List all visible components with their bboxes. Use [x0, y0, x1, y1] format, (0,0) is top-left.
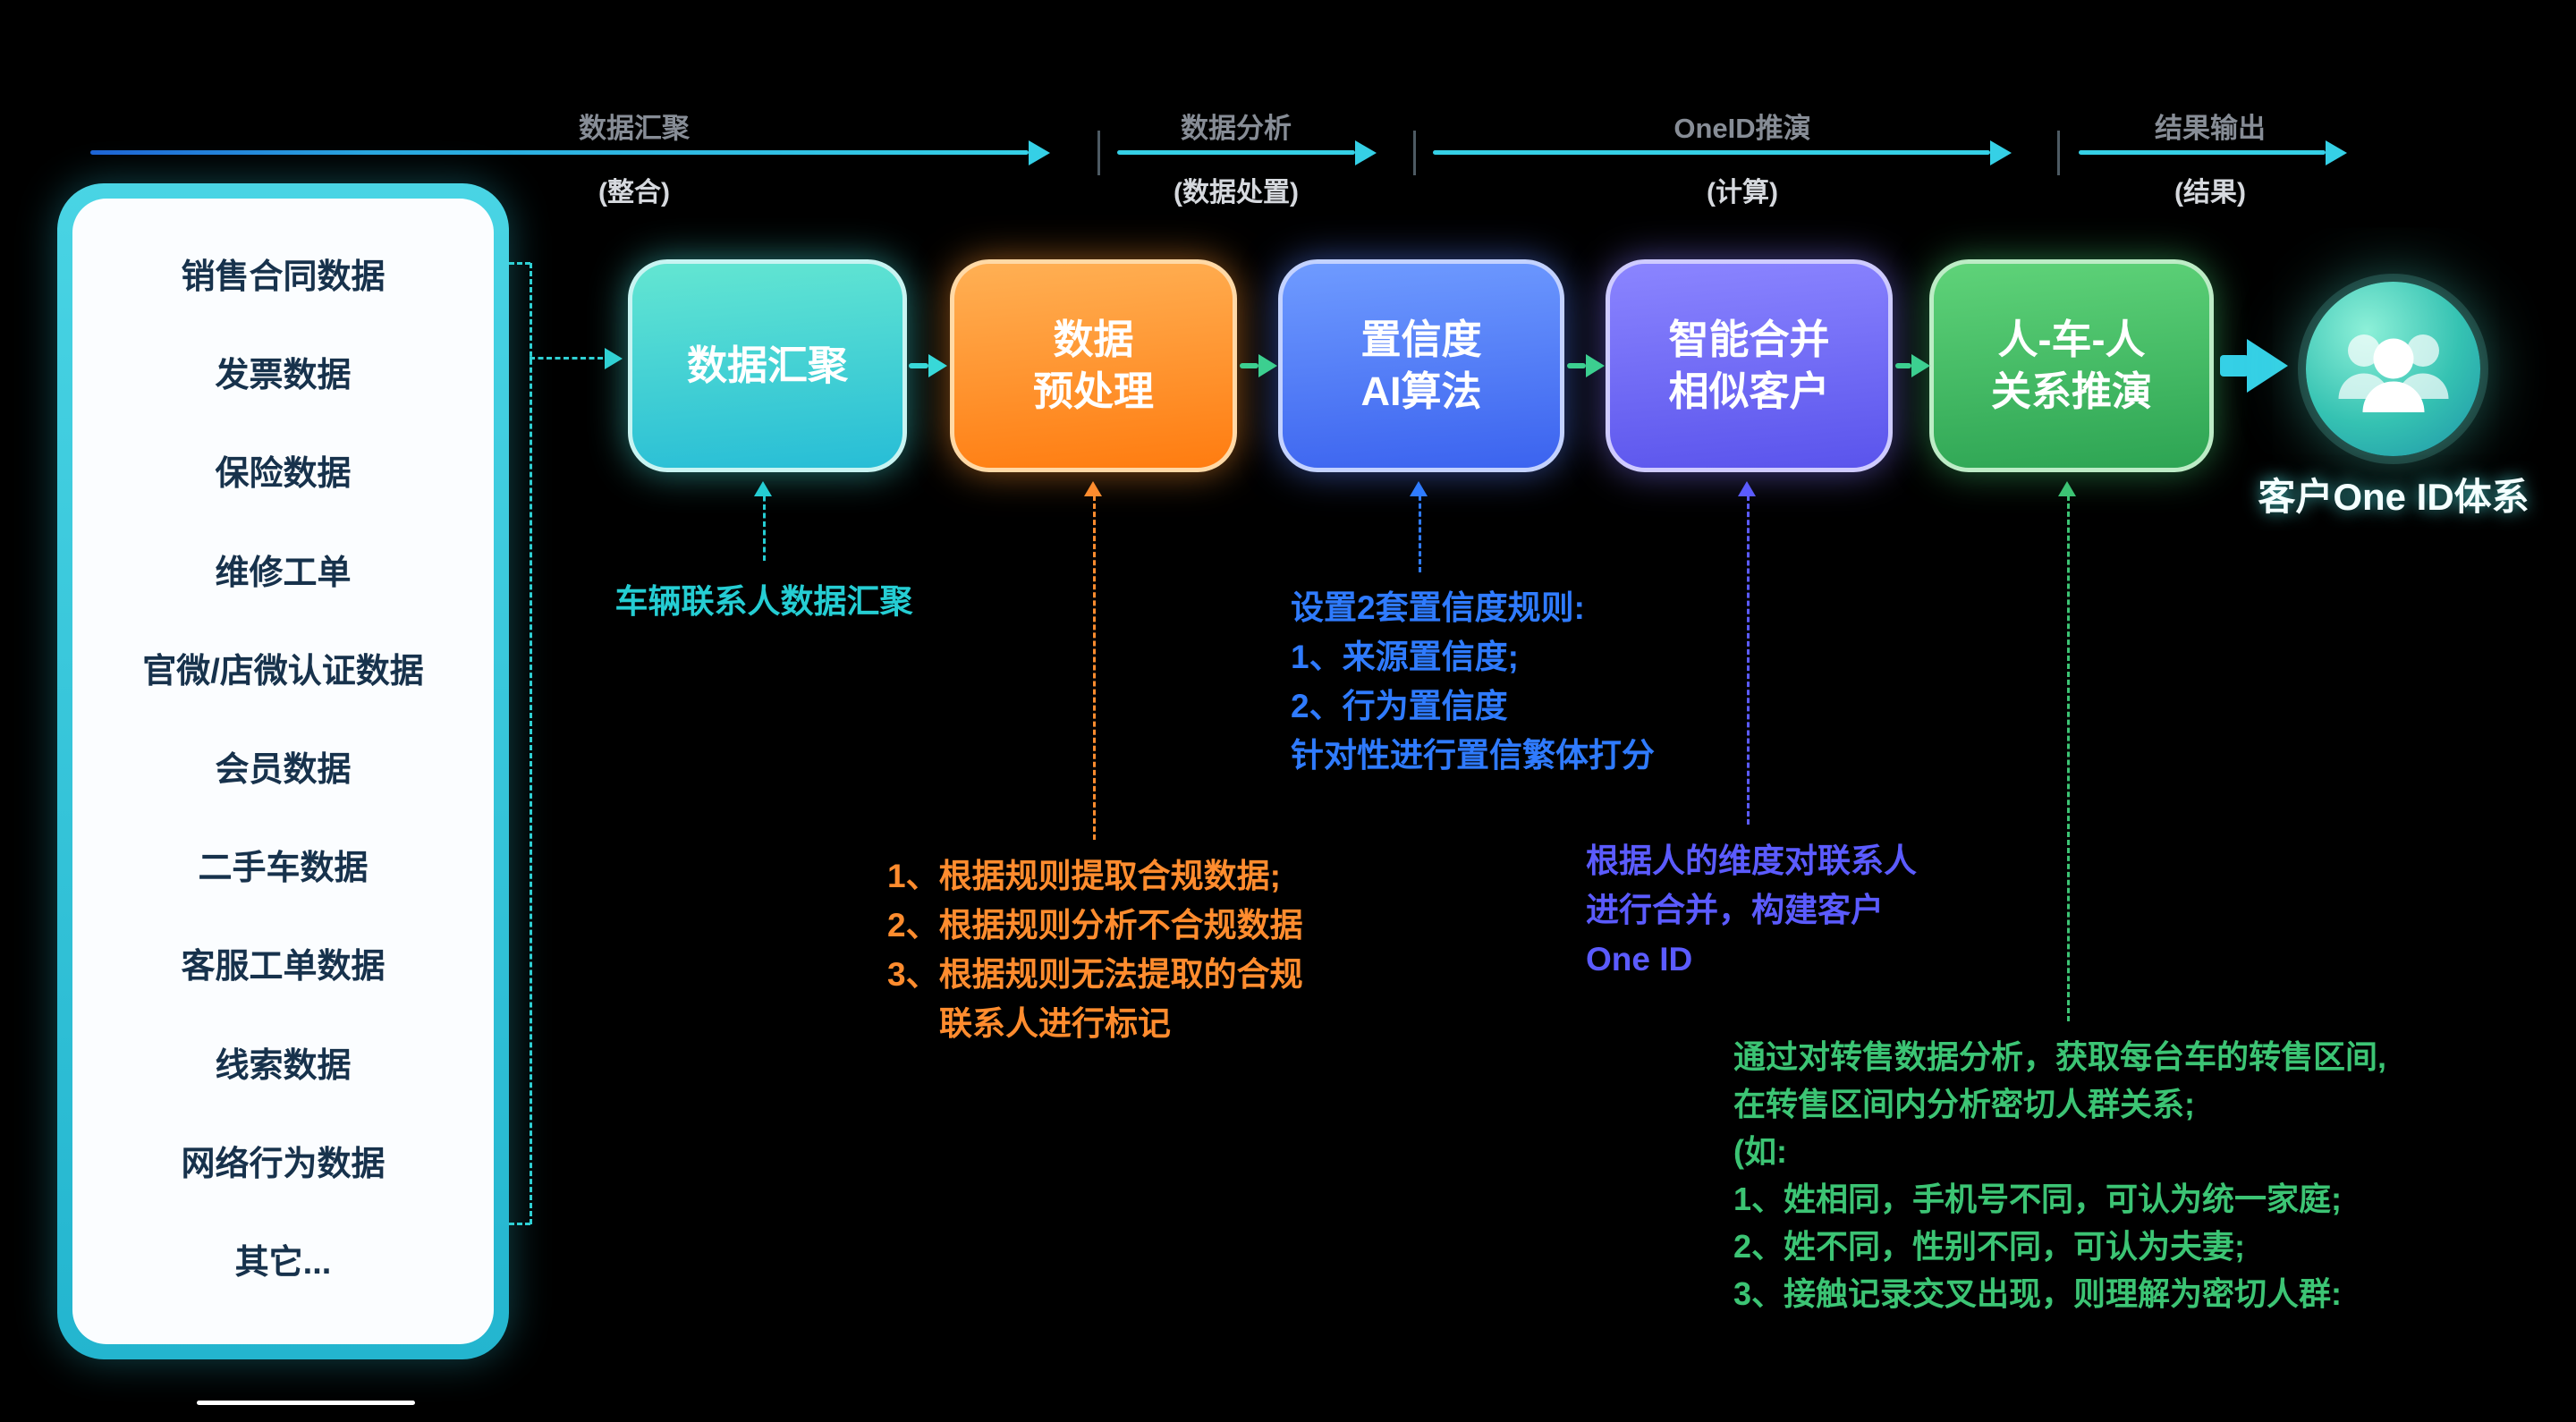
step-relation-inference: 人-车-人 关系推演 [1929, 259, 2214, 472]
step-arrow-4 [1895, 363, 1911, 368]
note-confidence-rules: 设置2套置信度规则: 1、来源置信度; 2、行为置信度 针对性进行置信繁体打分 [1291, 583, 1655, 780]
note-preprocessing: 1、根据规则提取合规数据; 2、根据规则分析不合规数据 3、根据规则无法提取的合… [887, 851, 1303, 1048]
note-line: 针对性进行置信繁体打分 [1291, 737, 1655, 774]
arrow-right-icon [1911, 354, 1930, 377]
source-item-membership: 会员数据 [215, 750, 352, 789]
source-item-others: 其它... [234, 1243, 332, 1282]
note-line: 通过对转售数据分析，获取每台车的转售区间, [1733, 1038, 2387, 1075]
note-line: 2、根据规则分析不合规数据 [887, 907, 1303, 944]
arrow-right-icon [2247, 339, 2288, 393]
note-relation-analysis: 通过对转售数据分析，获取每台车的转售区间, 在转售区间内分析密切人群关系; (如… [1733, 1033, 2386, 1317]
note-line: 3、接触记录交叉出现，则理解为密切人群: [1733, 1275, 2343, 1312]
step-label: 人-车-人 [1997, 317, 2146, 362]
note-line: 1、姓相同，手机号不同，可认为统一家庭; [1733, 1181, 2343, 1217]
phase-2-sublabel: (数据处置) [1174, 178, 1299, 207]
arrow-right-icon [1258, 354, 1277, 377]
note-line: 2、姓不同，性别不同，可认为夫妻; [1733, 1228, 2246, 1265]
phase-2-label: 数据分析 [1181, 113, 1292, 144]
note-data-aggregation: 车辆联系人数据汇聚 [615, 577, 913, 626]
arrow-right-icon [1990, 140, 2012, 165]
phase-divider-3 [2057, 131, 2060, 175]
source-item-service-ticket: 客服工单数据 [181, 948, 386, 986]
note-line: 进行合并，构建客户 [1586, 892, 1884, 928]
phase-4-sublabel: (结果) [2174, 178, 2246, 207]
note-connector-1 [763, 487, 766, 561]
note-line: (如: [1733, 1133, 1787, 1170]
note-line: 联系人进行标记 [939, 1005, 1171, 1042]
data-sources-panel: 销售合同数据 发票数据 保险数据 维修工单 官微/店微认证数据 会员数据 二手车… [57, 183, 509, 1359]
note-line: 1、根据规则提取合规数据; [887, 858, 1281, 894]
phase-1-sublabel: (整合) [598, 178, 670, 207]
panel-to-step-connector [530, 357, 603, 360]
arrow-right-icon [605, 348, 623, 369]
phase-4-label: 结果输出 [2155, 113, 2266, 144]
note-line: 在转售区间内分析密切人群关系; [1733, 1086, 2195, 1122]
note-line: 设置2套置信度规则: [1291, 589, 1585, 626]
phase-2-arrow-line [1117, 150, 1355, 155]
phase-divider-1 [1097, 131, 1100, 175]
step-data-aggregation: 数据汇聚 [628, 259, 907, 472]
step-label: 预处理 [1032, 368, 1154, 414]
source-item-insurance: 保险数据 [215, 455, 352, 494]
arrow-right-icon [1029, 140, 1050, 165]
source-item-used-car: 二手车数据 [198, 850, 369, 888]
footer-indicator [197, 1401, 415, 1405]
panel-connector-vertical [530, 263, 532, 1224]
customer-group-icon [2338, 334, 2448, 412]
arrow-right-icon [928, 354, 947, 377]
data-sources-list: 销售合同数据 发票数据 保险数据 维修工单 官微/店微认证数据 会员数据 二手车… [72, 199, 494, 1344]
step-confidence-ai: 置信度 AI算法 [1278, 259, 1564, 472]
step-arrow-3 [1567, 363, 1586, 368]
phase-3-arrow-line [1433, 150, 1990, 155]
customer-oneid-badge [2306, 282, 2480, 456]
phase-1-arrow-line [90, 150, 1029, 155]
phase-3-label: OneID推演 [1674, 113, 1811, 144]
note-connector-5 [2067, 487, 2070, 1021]
step-label: 置信度 [1360, 317, 1482, 362]
source-item-invoice: 发票数据 [215, 357, 352, 395]
source-item-sales-contract: 销售合同数据 [181, 258, 386, 296]
phase-1-label: 数据汇聚 [579, 113, 690, 144]
arrow-right-icon [1586, 354, 1605, 377]
note-line: 根据人的维度对联系人 [1586, 842, 1917, 879]
arrow-right-icon [1355, 140, 1377, 165]
result-arrow [2220, 355, 2249, 377]
step-label: 智能合并 [1668, 317, 1830, 362]
phase-3-sublabel: (计算) [1707, 178, 1778, 207]
note-line: 2、行为置信度 [1291, 688, 1508, 724]
panel-connector-bottom [509, 1223, 530, 1225]
source-item-leads: 线索数据 [215, 1046, 352, 1085]
step-smart-merge: 智能合并 相似客户 [1606, 259, 1893, 472]
note-connector-4 [1747, 487, 1750, 825]
step-arrow-2 [1240, 363, 1258, 368]
phase-4-arrow-line [2079, 150, 2326, 155]
panel-connector-top [509, 262, 530, 265]
arrow-right-icon [2326, 140, 2347, 165]
step-arrow-1 [909, 363, 928, 368]
note-connector-3 [1419, 487, 1421, 572]
step-label: 数据汇聚 [686, 343, 848, 388]
note-merge-oneid: 根据人的维度对联系人 进行合并，构建客户 One ID [1586, 836, 1917, 984]
source-item-wechat-auth: 官微/店微认证数据 [142, 652, 424, 690]
step-label: AI算法 [1360, 368, 1482, 414]
step-label: 关系推演 [1990, 368, 2152, 414]
note-line: 3、根据规则无法提取的合规 [887, 956, 1303, 993]
step-label: 相似客户 [1668, 368, 1830, 414]
note-line: 车辆联系人数据汇聚 [614, 583, 913, 620]
note-line: One ID [1586, 941, 1693, 978]
result-title: 客户One ID体系 [2258, 476, 2529, 518]
source-item-repair-order: 维修工单 [215, 554, 352, 592]
note-line: 1、来源置信度; [1291, 639, 1519, 675]
step-data-preprocessing: 数据 预处理 [950, 259, 1237, 472]
source-item-web-behavior: 网络行为数据 [181, 1145, 386, 1183]
step-label: 数据 [1053, 317, 1134, 362]
note-connector-2 [1093, 487, 1096, 840]
phase-divider-2 [1413, 131, 1416, 175]
